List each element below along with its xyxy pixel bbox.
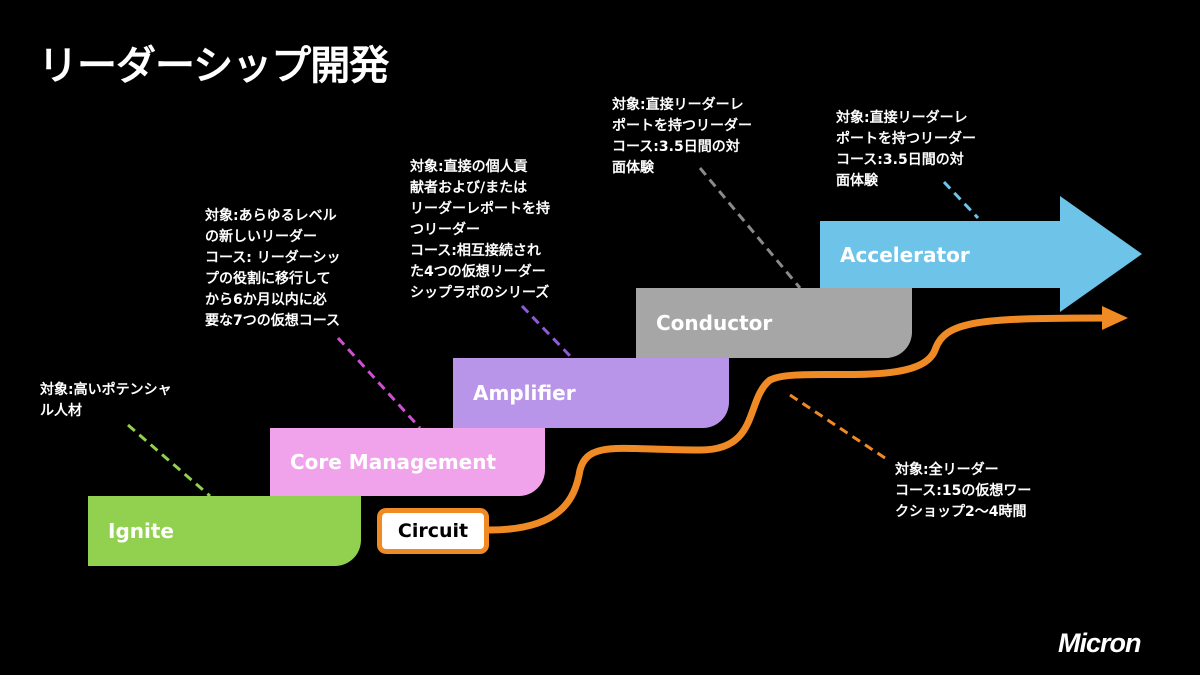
step-amplifier-label: Amplifier	[473, 381, 576, 405]
micron-logo: Micron	[1058, 628, 1142, 658]
conductor-leader	[698, 167, 802, 289]
note-accelerator: 対象:直接リーダーレ ポートを持つリーダー コース:3.5日間の対 面体験	[836, 110, 976, 189]
step-accelerator-label: Accelerator	[840, 242, 970, 267]
step-conductor: Conductor	[636, 288, 912, 358]
note-conductor: 対象:直接リーダーレ ポートを持つリーダー コース:3.5日間の対 面体験	[612, 97, 752, 176]
circuit-box: Circuit	[377, 508, 489, 554]
step-conductor-label: Conductor	[656, 311, 773, 335]
accelerator-arrow-head	[1060, 196, 1142, 312]
ignite-leader	[127, 423, 211, 498]
page-title: リーダーシップ開発	[38, 43, 389, 89]
circuit-label: Circuit	[397, 520, 469, 542]
note-ignite: 対象:高いポテンシャ ル人材	[40, 382, 172, 419]
note-circuit: 対象:全リーダー コース:15の仮想ワー クショップ2～4時間	[895, 462, 1032, 520]
step-core-management: Core Management	[270, 428, 545, 496]
circuit-path	[485, 314, 1116, 534]
circuit-arrow-head	[1102, 306, 1128, 330]
step-core-management-label: Core Management	[290, 450, 497, 474]
accelerator-leader	[942, 180, 980, 220]
amplifier-leader	[520, 304, 574, 360]
note-core-management: 対象:あらゆるレベル の新しいリーダー コース: リーダーシッ プの役割に移行し…	[205, 208, 341, 329]
note-amplifier: 対象:直接の個人貢 献者および/または リーダーレポートを持 つリーダー コース…	[410, 159, 550, 301]
step-amplifier: Amplifier	[453, 358, 729, 428]
step-accelerator: Accelerator	[820, 221, 1062, 288]
step-ignite-label: Ignite	[108, 519, 174, 543]
core-leader	[336, 336, 422, 430]
circuit-leader	[789, 393, 889, 462]
step-ignite: Ignite	[88, 496, 361, 566]
